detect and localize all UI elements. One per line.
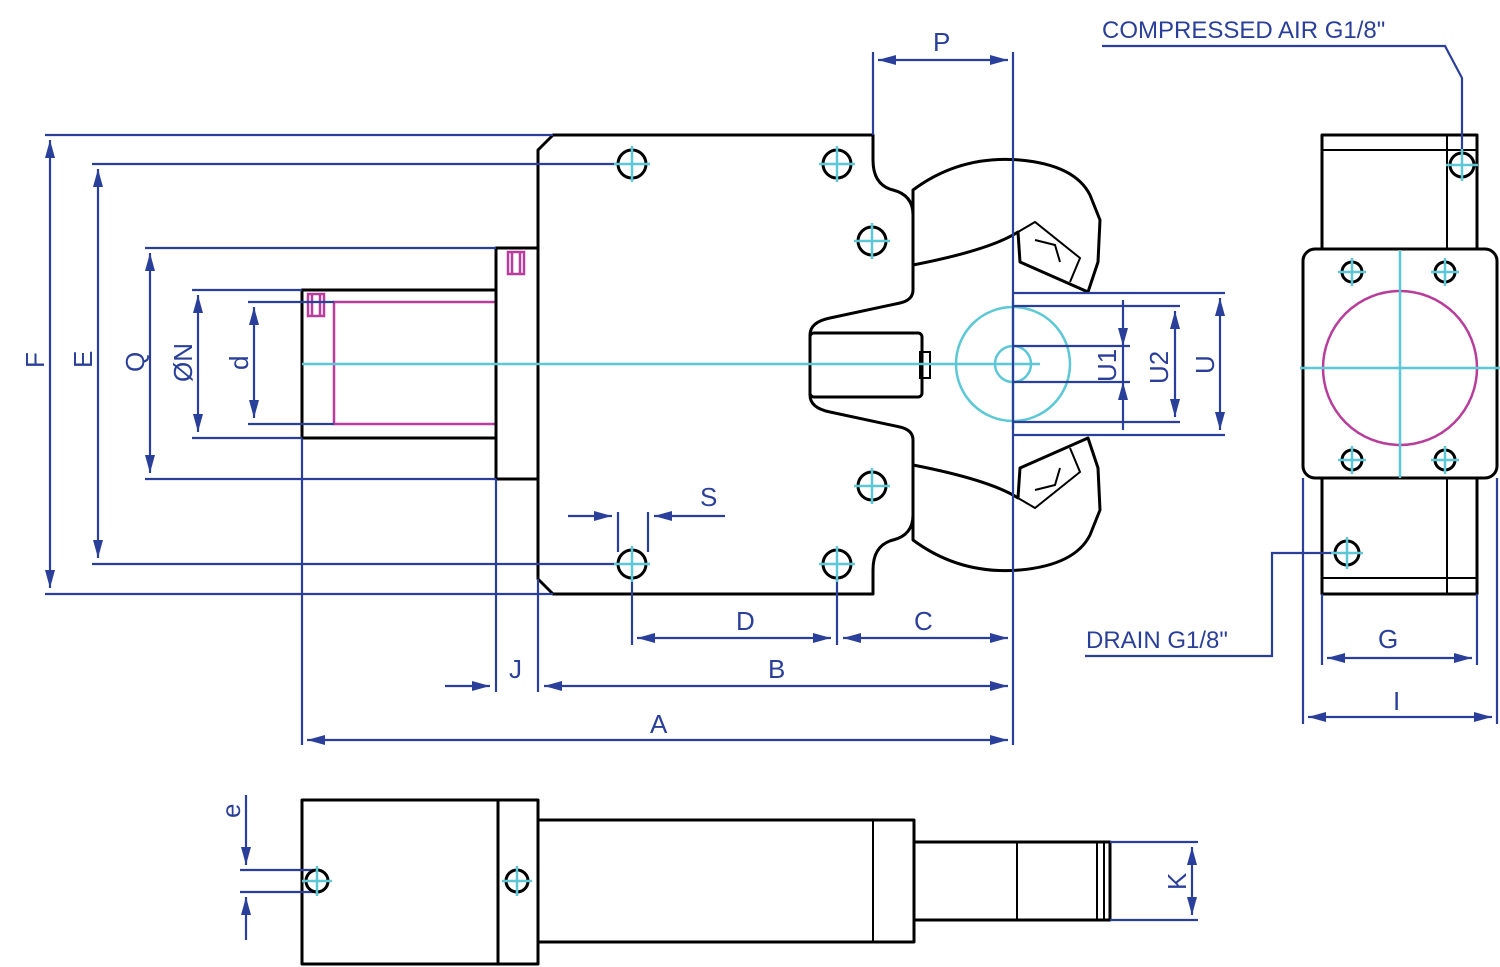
dim-D: D xyxy=(736,606,755,636)
lower-insert xyxy=(1017,447,1082,510)
hole-icon xyxy=(614,546,650,582)
hole-icon xyxy=(819,146,855,182)
front-housing xyxy=(536,818,916,944)
upper-jaw xyxy=(911,157,1102,294)
hole-icon xyxy=(1331,537,1363,569)
hole-icon xyxy=(1431,258,1459,286)
side-view: G I COMPRESSED AIR G1/8" DRAIN G1/8" xyxy=(1085,17,1500,724)
dim-B: B xyxy=(768,654,785,684)
compressed-air-label: COMPRESSED AIR G1/8" xyxy=(1102,17,1385,44)
dim-E: E xyxy=(68,351,98,368)
dim-U: U xyxy=(1190,355,1220,374)
dim-S: S xyxy=(700,482,717,512)
dim-Q: Q xyxy=(120,352,150,372)
dimension-labels: F E Q ØN d P U1 U2 U S D C J B A xyxy=(20,27,1220,739)
hole-icon xyxy=(1338,258,1366,286)
top-view xyxy=(300,133,1102,596)
threaded-port-icon xyxy=(306,292,326,318)
lower-jaw xyxy=(911,436,1102,573)
front-view: e K xyxy=(216,795,1198,966)
dim-N: ØN xyxy=(168,343,198,382)
hole-icon xyxy=(614,146,650,182)
front-cylinder xyxy=(300,798,500,966)
hole-icon xyxy=(854,468,890,504)
dim-K: K xyxy=(1162,872,1192,890)
hole-icon xyxy=(502,866,532,896)
dim-A: A xyxy=(650,709,668,739)
dim-U2: U2 xyxy=(1144,351,1174,384)
drain-label: DRAIN G1/8" xyxy=(1086,627,1228,654)
dim-U1: U1 xyxy=(1092,349,1122,382)
dim-I: I xyxy=(1393,686,1400,716)
dim-P: P xyxy=(933,27,950,57)
dim-G: G xyxy=(1378,624,1398,654)
dim-C: C xyxy=(914,606,933,636)
hole-icon xyxy=(302,866,332,896)
hole-icon xyxy=(854,223,890,259)
hole-icon xyxy=(819,546,855,582)
dimension-arrows xyxy=(45,55,1225,745)
upper-insert-detail xyxy=(1034,239,1061,263)
dim-J: J xyxy=(509,654,522,684)
hole-icon xyxy=(1431,446,1459,474)
dim-F: F xyxy=(20,352,50,368)
dim-d: d xyxy=(224,356,254,370)
dim-e: e xyxy=(216,804,246,818)
threaded-port-icon xyxy=(506,250,526,276)
front-jaw xyxy=(912,840,1112,922)
dimension-lines xyxy=(45,52,1225,745)
upper-insert xyxy=(1017,220,1082,283)
hole-icon xyxy=(1446,149,1478,181)
hole-icon xyxy=(1338,446,1366,474)
lower-insert-detail xyxy=(1034,467,1061,491)
